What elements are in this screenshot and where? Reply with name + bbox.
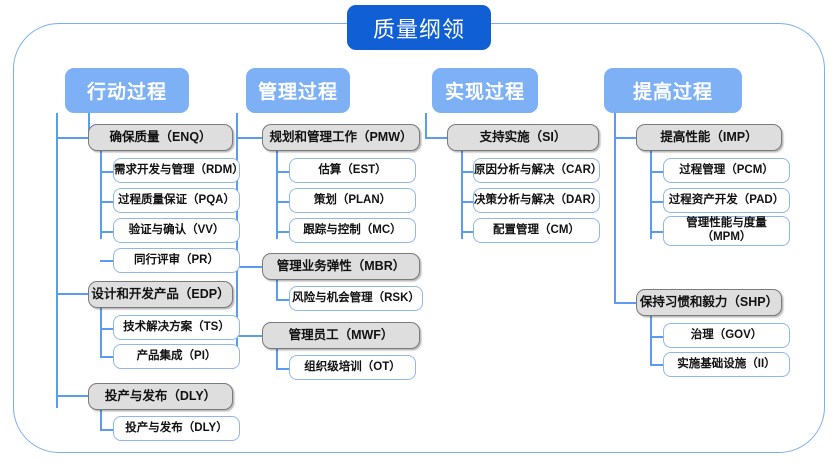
leaf-ii[interactable]: 实施基础设施（II） — [663, 352, 790, 377]
child-branch-car — [461, 171, 475, 173]
child-branch-rsk — [276, 299, 290, 301]
child-spine-mwf — [276, 349, 278, 369]
group-box-edp[interactable]: 设计和开发产品（EDP） — [88, 281, 233, 308]
spine-col-2-branch-2 — [236, 266, 264, 268]
leaf-dly[interactable]: 投产与发布（DLY） — [113, 416, 240, 441]
leaf-est[interactable]: 估算（EST） — [289, 158, 416, 183]
leaf-dar[interactable]: 决策分析与解决（DAR） — [473, 188, 602, 213]
group-box-mwf[interactable]: 管理员工（MWF） — [262, 322, 420, 349]
spine-col-3-branch-1 — [425, 137, 449, 139]
leaf-vv[interactable]: 验证与确认（VV） — [113, 218, 240, 243]
leaf-pcm[interactable]: 过程管理（PCM） — [663, 158, 790, 183]
child-spine-edp — [100, 308, 102, 357]
column-header-1[interactable]: 行动过程 — [65, 68, 189, 113]
group-box-pmw[interactable]: 规划和管理工作（PMW） — [262, 124, 420, 151]
child-branch-dly — [100, 429, 114, 431]
spine-col-3 — [425, 113, 427, 138]
spine-col-1-stub — [88, 113, 90, 138]
leaf-ts[interactable]: 技术解决方案（TS） — [113, 315, 240, 340]
child-branch-vv — [100, 231, 114, 233]
child-spine-si — [461, 151, 463, 239]
child-branch-mpm — [650, 231, 664, 233]
column-header-3[interactable]: 实现过程 — [432, 68, 538, 113]
diagram-title: 质量纲领 — [347, 5, 491, 50]
child-spine-dly — [100, 410, 102, 430]
spine-col-1-branch-2 — [56, 293, 90, 295]
column-header-2[interactable]: 管理过程 — [246, 68, 350, 113]
group-box-mbr[interactable]: 管理业务弹性（MBR） — [262, 253, 420, 280]
child-branch-pcm — [650, 171, 664, 173]
spine-col-1-branch-3 — [56, 395, 90, 397]
child-branch-est — [276, 171, 290, 173]
group-box-dly[interactable]: 投产与发布（DLY） — [88, 383, 233, 410]
leaf-mc[interactable]: 跟踪与控制（MC） — [289, 218, 416, 243]
child-branch-ts — [100, 328, 114, 330]
child-branch-plan — [276, 201, 290, 203]
child-branch-dar — [461, 201, 475, 203]
spine-col-2-branch-3 — [236, 335, 264, 337]
leaf-pi[interactable]: 产品集成（PI） — [113, 344, 240, 369]
leaf-ot[interactable]: 组织级培训（OT） — [289, 355, 416, 380]
leaf-plan[interactable]: 策划（PLAN） — [289, 188, 416, 213]
spine-col-1 — [56, 113, 58, 408]
leaf-pad[interactable]: 过程资产开发（PAD） — [663, 188, 790, 213]
child-branch-mc — [276, 231, 290, 233]
child-spine-shp — [650, 316, 652, 365]
child-branch-ii — [650, 364, 664, 366]
child-branch-rdm — [100, 171, 114, 173]
column-header-4[interactable]: 提高过程 — [604, 68, 742, 113]
leaf-pqa[interactable]: 过程质量保证（PQA） — [113, 188, 240, 213]
leaf-mpm[interactable]: 管理性能与度量 （MPM） — [663, 216, 790, 246]
group-box-imp[interactable]: 提高性能（IMP） — [636, 124, 782, 151]
child-spine-enq — [100, 151, 102, 239]
child-branch-pqa — [100, 201, 114, 203]
leaf-car[interactable]: 原因分析与解决（CAR） — [473, 158, 602, 183]
leaf-rsk[interactable]: 风险与机会管理（RSK） — [289, 286, 423, 311]
leaf-cm[interactable]: 配置管理（CM） — [473, 218, 600, 243]
child-branch-pi — [100, 356, 114, 358]
child-branch-gov — [650, 336, 664, 338]
child-spine-mbr — [276, 280, 278, 300]
leaf-pr[interactable]: 同行评审（PR） — [113, 248, 240, 273]
spine-col-2-branch-1 — [236, 137, 264, 139]
leaf-rdm[interactable]: 需求开发与管理（RDM） — [113, 158, 244, 183]
group-box-enq[interactable]: 确保质量（ENQ） — [88, 124, 233, 151]
child-spine-imp — [650, 151, 652, 239]
leaf-gov[interactable]: 治理（GOV） — [663, 323, 790, 348]
group-box-si[interactable]: 支持实施（SI） — [447, 124, 599, 151]
spine-col-4-branch-2 — [614, 302, 638, 304]
spine-col-4 — [614, 113, 616, 303]
child-branch-pad — [650, 201, 664, 203]
spine-col-1-branch-1 — [56, 137, 90, 139]
child-branch-ot — [276, 368, 290, 370]
child-branch-cm — [461, 231, 475, 233]
group-box-shp[interactable]: 保持习惯和毅力（SHP） — [636, 289, 782, 316]
child-spine-pmw — [276, 151, 278, 239]
child-branch-pr — [100, 260, 114, 262]
spine-col-4-branch-1 — [614, 137, 638, 139]
